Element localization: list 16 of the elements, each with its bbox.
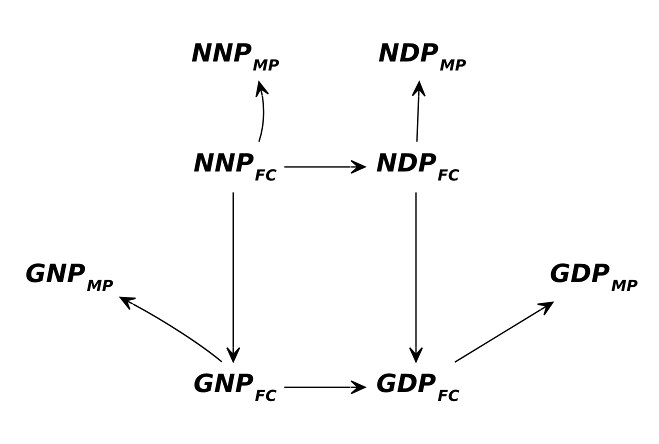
node-text: NDP$_{FC}$ <box>376 148 460 185</box>
arrow <box>226 192 240 362</box>
arrow <box>284 160 366 174</box>
node-text: GDP$_{MP}$ <box>550 258 638 295</box>
arrow <box>412 81 426 142</box>
node-text: GNP$_{MP}$ <box>25 258 114 295</box>
node-text: GDP$_{FC}$ <box>376 369 460 406</box>
arrow <box>284 380 366 394</box>
node-text: NDP$_{MP}$ <box>378 38 466 74</box>
node-text: NNP$_{FC}$ <box>193 148 277 185</box>
arrow <box>120 296 222 362</box>
node-text: NNP$_{MP}$ <box>191 38 280 74</box>
arrow <box>454 302 554 363</box>
arrow <box>409 192 423 362</box>
arrow <box>255 81 270 142</box>
node-text: GNP$_{FC}$ <box>193 369 277 406</box>
